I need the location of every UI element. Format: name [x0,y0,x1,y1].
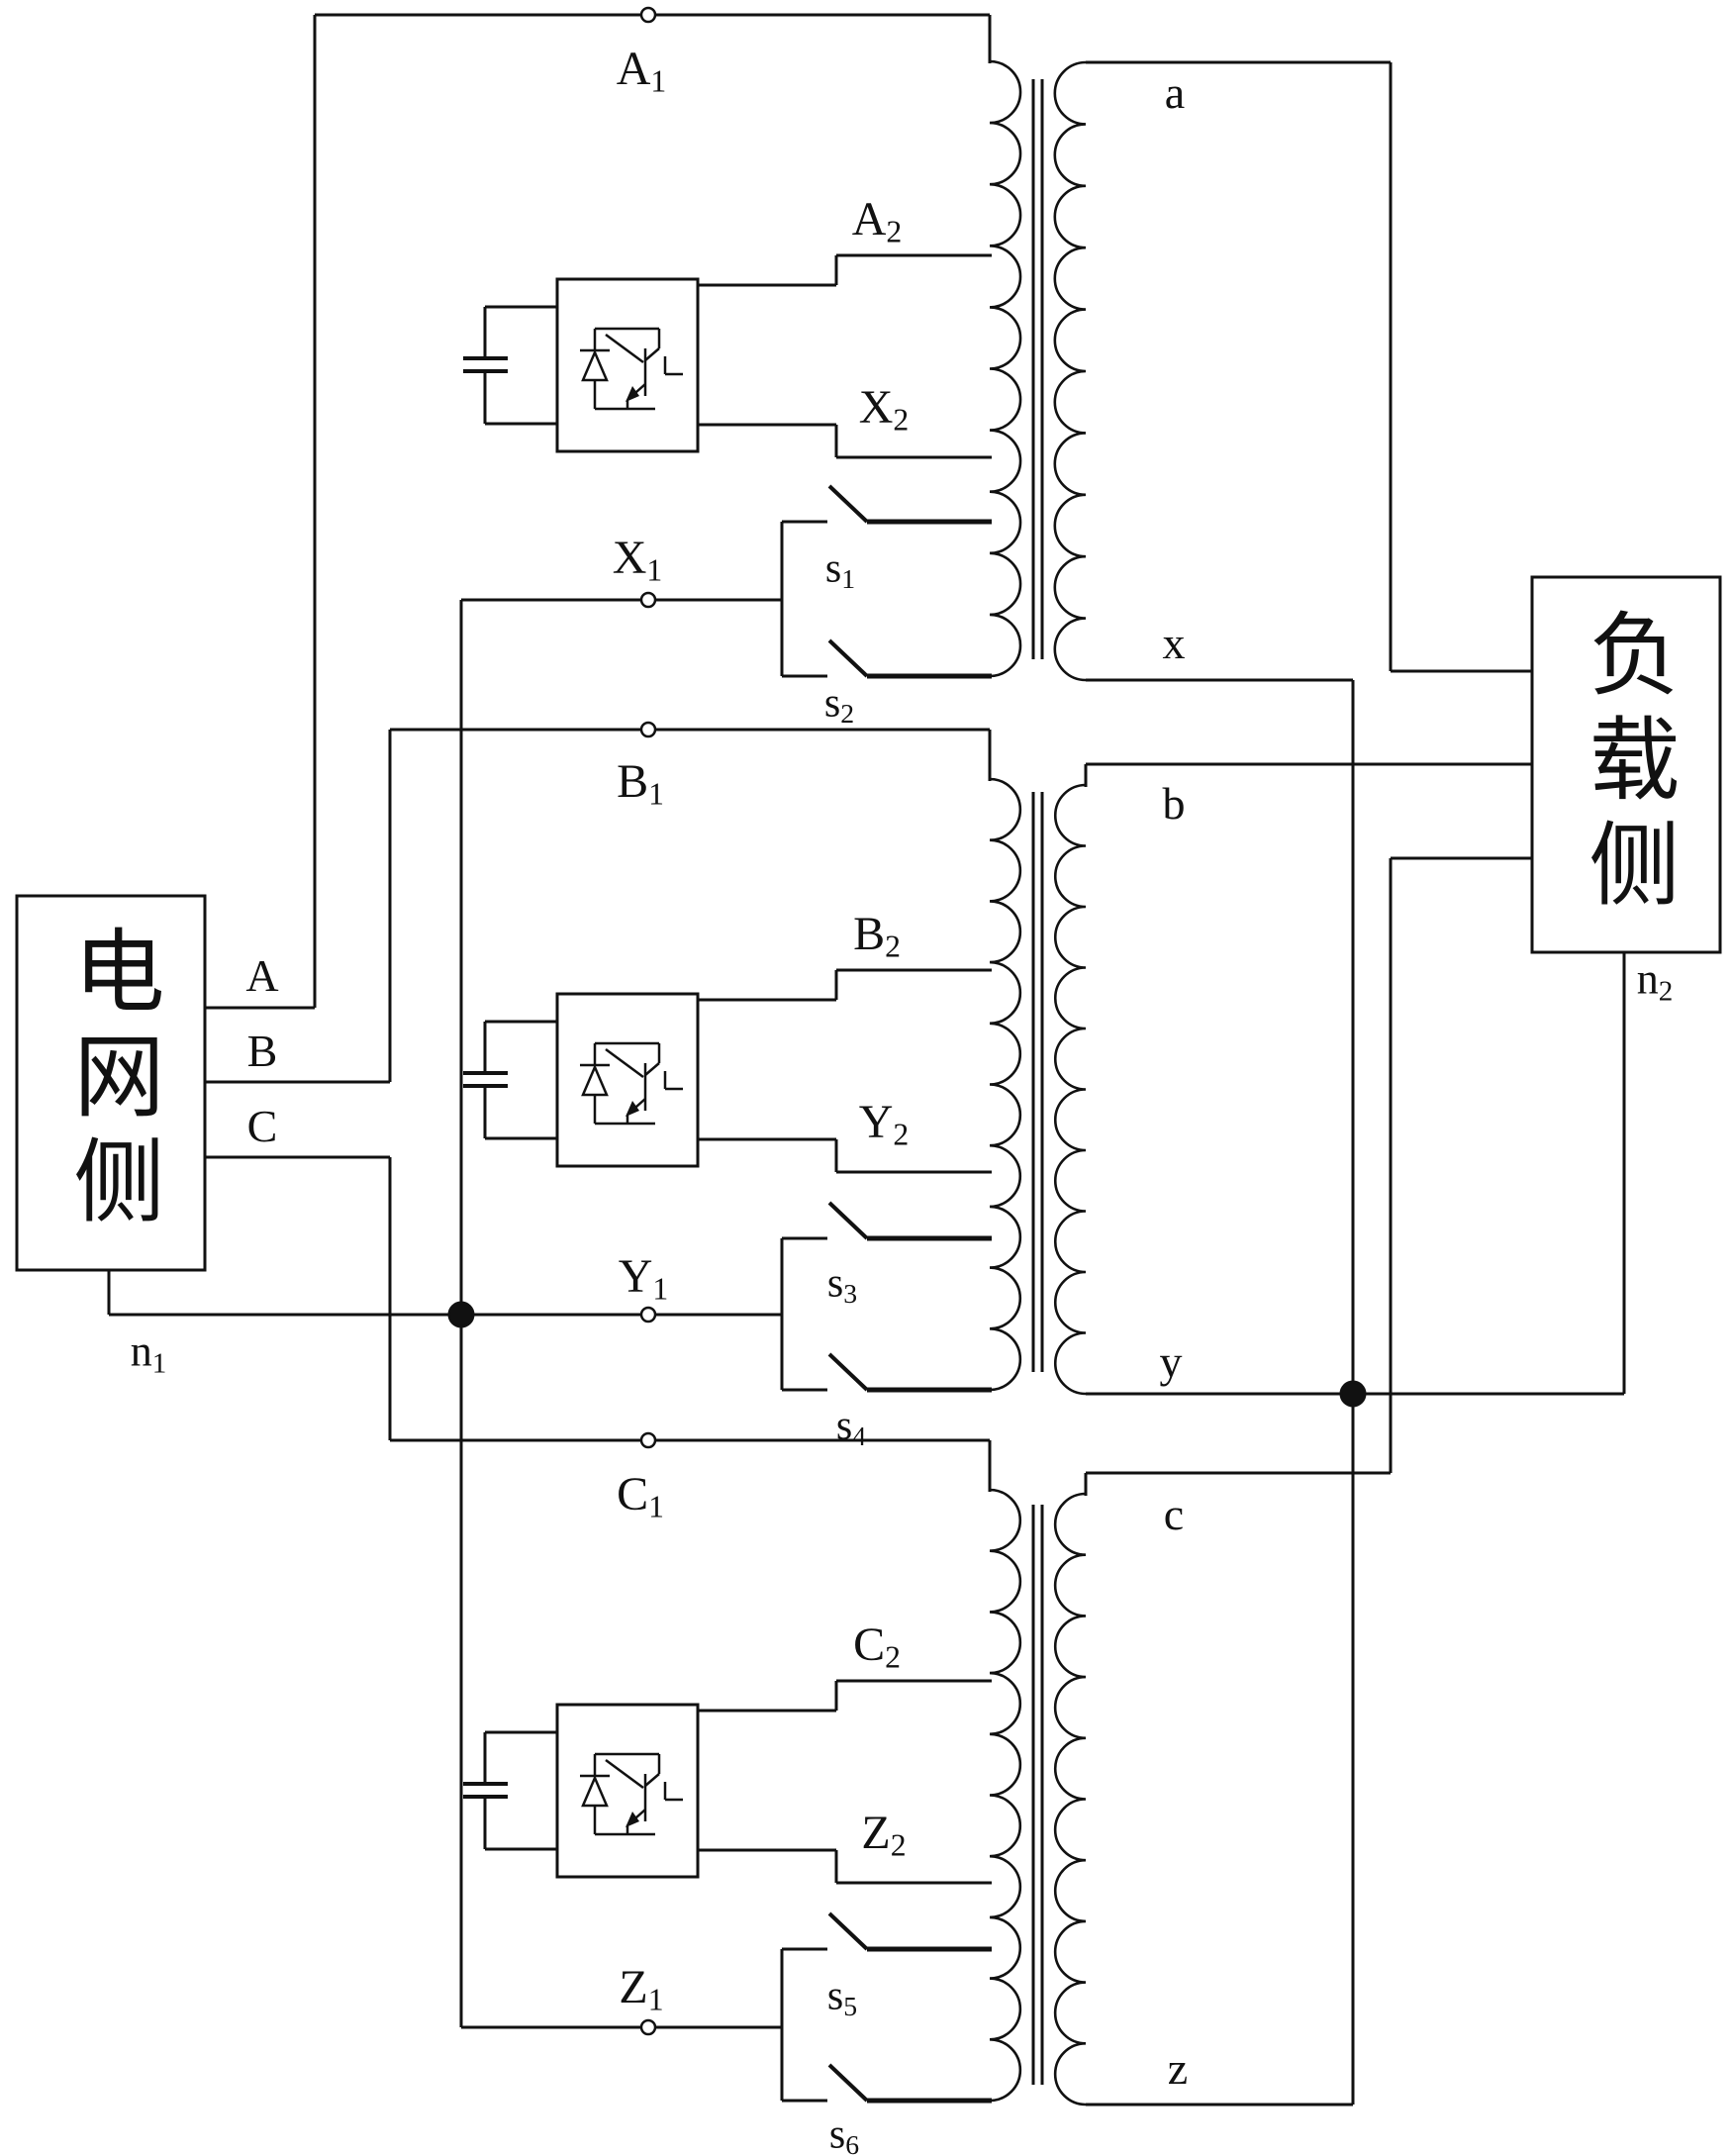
label-x: x [1162,618,1186,668]
label-Z1: Z1 [619,1960,664,2017]
label-A1: A1 [616,42,667,99]
label-n1: n1 [130,1326,167,1380]
label-B2: B2 [853,907,901,964]
label-b: b [1162,778,1186,829]
winding-secondary-a [1053,60,1087,682]
wires [107,13,1626,2107]
switch-s6 [782,2063,992,2104]
core-c [1031,1505,1044,2085]
secondary-star-junction-dot [1339,1380,1367,1408]
winding-primary-c [989,1488,1022,2103]
switch-s2 [782,638,992,679]
label-B1: B1 [617,754,664,812]
label-phase-B: B [246,1026,278,1076]
load-side-box [1530,575,1722,954]
core-b [1031,792,1044,1372]
label-s5: s5 [826,1973,858,2021]
label-a: a [1164,67,1186,118]
junction-dots [447,1301,1367,1408]
label-z: z [1167,2043,1189,2094]
converter-tap-wires [698,253,992,1885]
label-s3: s3 [826,1260,858,1309]
igbt-diode-icon-c [580,1752,683,1836]
winding-secondary-c [1053,1492,1087,2107]
switch-s3 [782,1201,992,1241]
switch-s4 [782,1352,992,1393]
igbt-diode-icon-a [580,327,683,411]
terminal-A1 [639,6,657,24]
load-side-label: 负载侧 [1576,607,1677,922]
label-X2: X2 [858,380,910,438]
igbt-diode-icon-b [580,1041,683,1126]
terminal-circles [639,6,657,2036]
label-C1: C1 [617,1467,664,1524]
grid-side-label: 电网侧 [60,924,161,1238]
label-phase-A: A [245,950,279,1001]
label-phase-C: C [246,1101,278,1151]
winding-primary-a [989,59,1022,678]
label-s4: s4 [835,1403,867,1451]
label-Z2: Z2 [861,1806,907,1863]
terminal-Y1 [639,1306,657,1323]
switch-s5 [782,1911,992,1952]
grid-side-box [15,894,207,1272]
label-A2: A2 [851,192,903,249]
label-C2: C2 [853,1617,901,1675]
terminal-X1 [639,591,657,609]
capacitor-a [463,305,557,426]
winding-secondary-b [1054,783,1087,1396]
converter-a [555,277,700,453]
label-Y1: Y1 [618,1249,669,1307]
terminal-B1 [639,721,657,738]
capacitor-b [463,1020,557,1140]
terminal-C1 [639,1431,657,1449]
switch-s1 [782,484,992,525]
label-n2: n2 [1636,954,1674,1008]
terminal-Z1 [639,2018,657,2036]
converter-c [555,1703,700,1879]
winding-primary-b [989,777,1022,1392]
label-s2: s2 [823,680,855,729]
label-X1: X1 [612,531,663,588]
label-c: c [1163,1489,1185,1539]
capacitor-c [463,1730,557,1851]
neutral-junction-dot [447,1301,475,1328]
converter-b [555,992,700,1168]
core-a [1031,79,1044,659]
label-s6: s6 [828,2111,860,2156]
label-y: y [1159,1336,1183,1387]
label-s1: s1 [824,545,856,594]
label-Y2: Y2 [858,1095,910,1152]
